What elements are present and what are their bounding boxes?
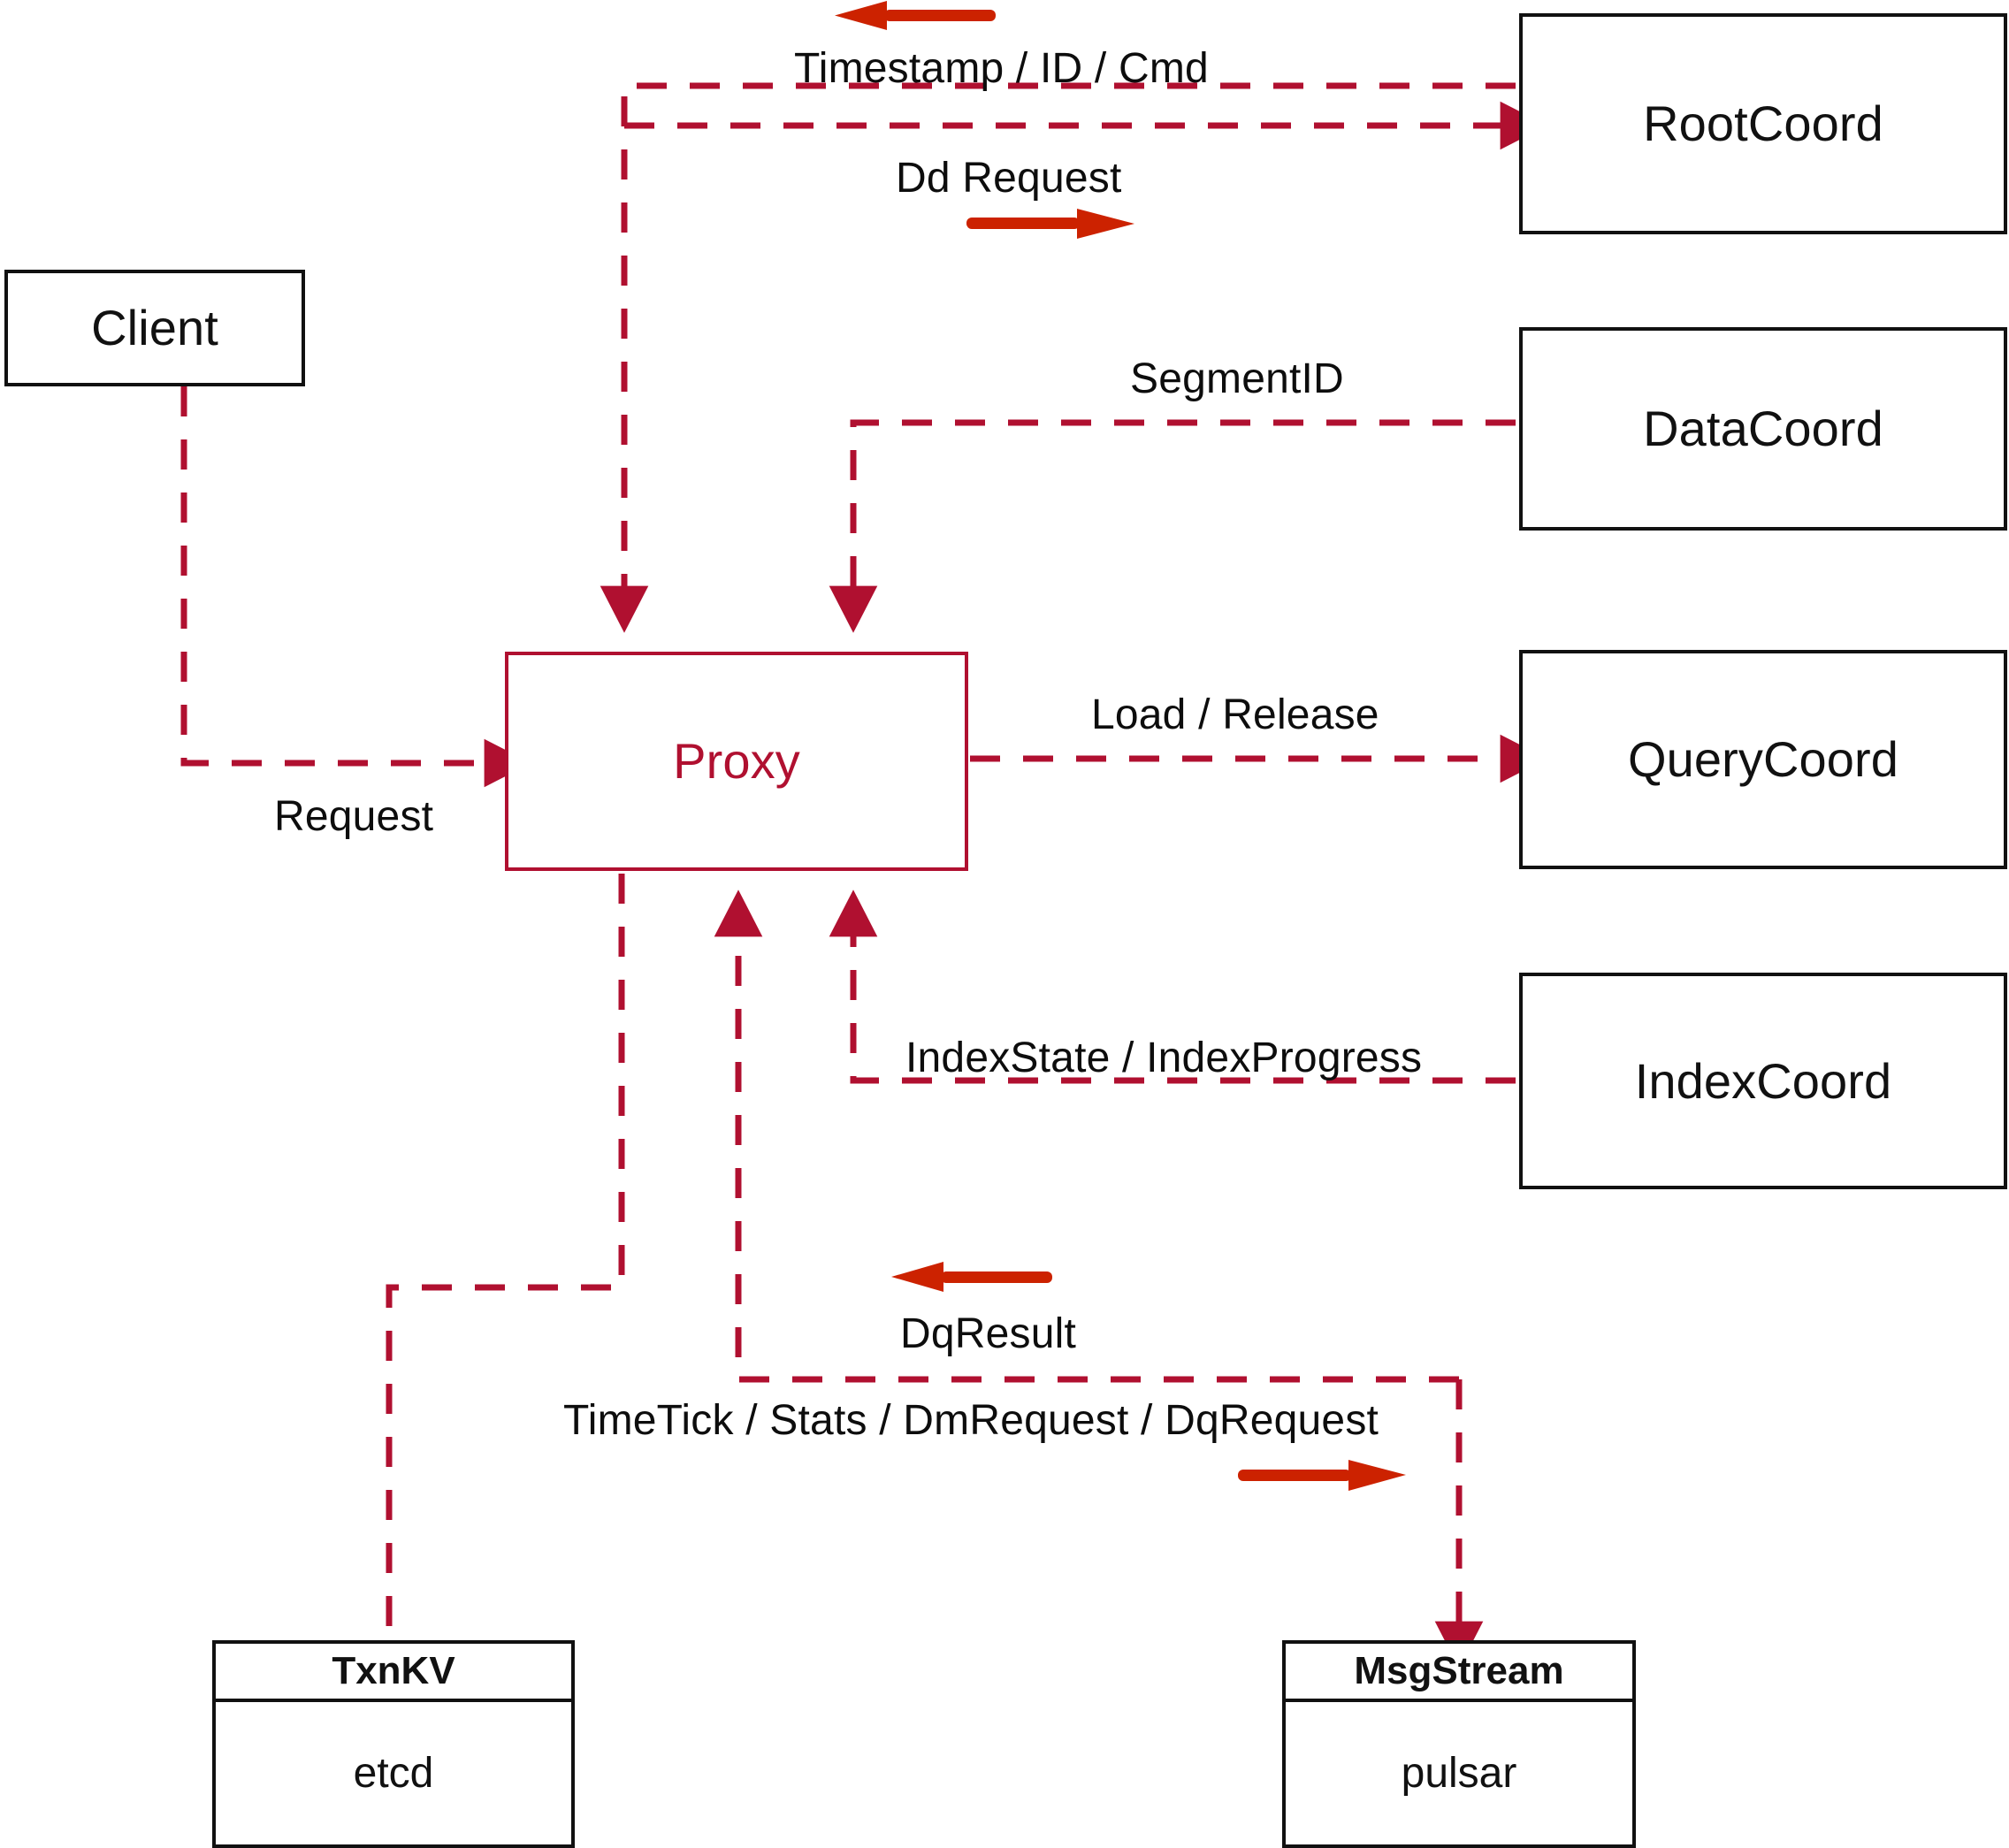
node-client[interactable]: Client <box>4 270 305 386</box>
node-proxy[interactable]: Proxy <box>505 652 968 871</box>
edge-label-load-release: Load / Release <box>1091 691 1379 738</box>
node-client-label: Client <box>91 300 218 356</box>
node-msgstream-body: pulsar <box>1401 1750 1517 1797</box>
node-root-coord[interactable]: RootCoord <box>1519 13 2007 234</box>
node-msgstream-title: MsgStream <box>1286 1644 1632 1702</box>
node-txnkv-title: TxnKV <box>216 1644 571 1702</box>
node-data-coord-label: DataCoord <box>1643 401 1883 457</box>
node-proxy-label: Proxy <box>673 733 800 790</box>
node-query-coord-label: QueryCoord <box>1627 731 1899 788</box>
edge-label-request: Request <box>274 793 434 840</box>
edge-label-msgstream-payloads: TimeTick / Stats / DmRequest / DqRequest <box>563 1397 1379 1444</box>
edge-label-segment-id: SegmentID <box>1130 355 1344 402</box>
node-root-coord-label: RootCoord <box>1643 95 1883 152</box>
edge-dqresult <box>714 890 1459 1383</box>
direction-arrow-timestamp <box>835 1 996 30</box>
direction-arrow-dqresult <box>891 1262 1052 1292</box>
edge-segment-id <box>829 419 1516 633</box>
edge-request <box>180 386 531 788</box>
node-txnkv[interactable]: TxnKV etcd <box>212 1640 575 1848</box>
node-txnkv-body: etcd <box>353 1750 434 1797</box>
direction-arrow-msgstream <box>1238 1460 1406 1491</box>
edge-txnkv <box>386 874 625 1638</box>
edge-label-timestamp-id-cmd: Timestamp / ID / Cmd <box>794 45 1209 92</box>
node-query-coord[interactable]: QueryCoord <box>1519 650 2007 869</box>
edge-label-dd-request: Dd Request <box>896 155 1122 202</box>
node-index-coord-label: IndexCoord <box>1634 1052 1892 1109</box>
node-data-coord[interactable]: DataCoord <box>1519 327 2007 531</box>
node-msgstream[interactable]: MsgStream pulsar <box>1282 1640 1636 1848</box>
node-index-coord[interactable]: IndexCoord <box>1519 973 2007 1189</box>
edge-label-index-state-progress: IndexState / IndexProgress <box>905 1035 1423 1081</box>
edge-label-dqresult: DqResult <box>900 1310 1077 1357</box>
direction-arrow-dd-request <box>966 209 1134 239</box>
